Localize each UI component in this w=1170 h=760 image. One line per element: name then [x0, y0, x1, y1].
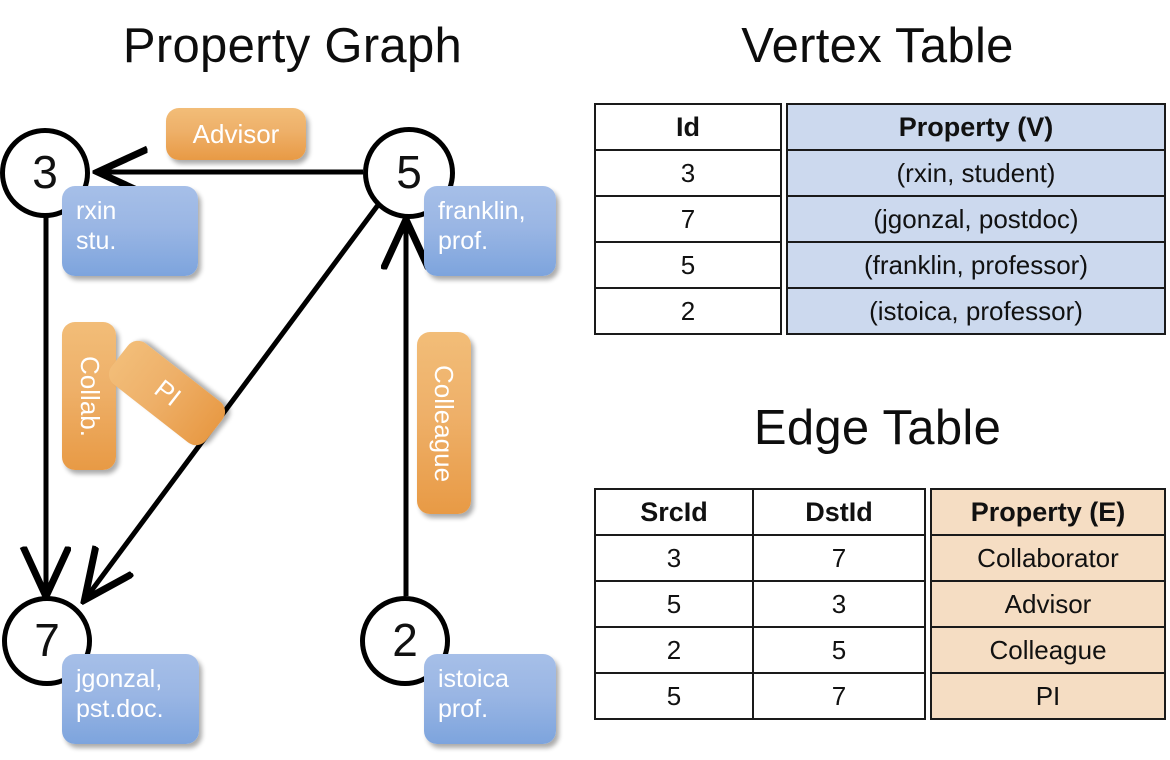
column-gap	[925, 535, 931, 581]
edge-label-collab: Collab.	[62, 322, 116, 470]
edge-row-2-src: 2	[594, 626, 754, 674]
vertex-row-2-property: (franklin, professor)	[786, 241, 1166, 289]
table-row: 3 (rxin, student)	[594, 149, 1166, 197]
edge-label-advisor: Advisor	[166, 108, 306, 160]
edge-label-colleague: Colleague	[417, 332, 471, 514]
table-row: 5 7 PI	[594, 672, 1166, 720]
table-row: 3 7 Collaborator	[594, 534, 1166, 582]
graph-node-7-label: 7	[34, 614, 60, 666]
vertex-table: Id Property (V) 3 (rxin, student) 7 (jgo…	[594, 103, 1166, 335]
vertex-property-bubble-7: jgonzal, pst.doc.	[62, 654, 199, 744]
column-gap	[925, 489, 931, 535]
column-gap	[925, 673, 931, 719]
vertex-row-3-id: 2	[594, 287, 782, 335]
vertex-table-header-property: Property (V)	[786, 103, 1166, 151]
vertex-7-role: pst.doc.	[76, 694, 164, 723]
edge-table-header-property: Property (E)	[930, 488, 1166, 536]
vertex-table-title: Vertex Table	[741, 19, 1014, 73]
vertex-row-0-property: (rxin, student)	[786, 149, 1166, 197]
vertex-2-role: prof.	[438, 694, 489, 723]
table-row: 7 (jgonzal, postdoc)	[594, 195, 1166, 243]
edge-label-collab-text: Collab.	[74, 355, 105, 437]
column-gap	[781, 288, 787, 334]
vertex-3-role: stu.	[76, 226, 117, 255]
edge-label-pi-text: PI	[148, 373, 187, 412]
vertex-table-panel: Vertex Table Id Property (V) 3 (rxin, st…	[585, 0, 1170, 390]
graph-node-2-label: 2	[392, 614, 418, 666]
edge-row-1-dst: 3	[752, 580, 926, 628]
table-row: 2 (istoica, professor)	[594, 287, 1166, 335]
vertex-property-bubble-2: istoica prof.	[424, 654, 556, 744]
graph-node-3-label: 3	[32, 146, 58, 198]
property-graph-panel: Property Graph 3 5 7 2 rxin stu. frankli…	[0, 0, 585, 760]
edge-table-header-srcid: SrcId	[594, 488, 754, 536]
edge-row-3-property: PI	[930, 672, 1166, 720]
vertex-table-header-row: Id Property (V)	[594, 103, 1166, 151]
column-gap	[925, 627, 931, 673]
vertex-5-name: franklin,	[438, 197, 526, 225]
edge-row-2-dst: 5	[752, 626, 926, 674]
vertex-3-name: rxin	[76, 197, 117, 225]
edge-row-3-dst: 7	[752, 672, 926, 720]
edge-row-2-property: Colleague	[930, 626, 1166, 674]
edge-table-title: Edge Table	[753, 401, 1002, 455]
edge-row-0-src: 3	[594, 534, 754, 582]
graph-node-2[interactable]: 2	[360, 596, 450, 686]
column-gap	[781, 242, 787, 288]
edge-table: SrcId DstId Property (E) 3 7 Collaborato…	[594, 488, 1166, 720]
column-gap	[925, 581, 931, 627]
vertex-row-3-property: (istoica, professor)	[786, 287, 1166, 335]
edge-row-1-property: Advisor	[930, 580, 1166, 628]
edge-label-advisor-text: Advisor	[192, 118, 280, 149]
edge-row-3-src: 5	[594, 672, 754, 720]
vertex-2-name: istoica	[438, 665, 509, 693]
edge-table-panel: Edge Table SrcId DstId Property (E) 3 7 …	[585, 390, 1170, 760]
vertex-7-name: jgonzal,	[76, 665, 163, 693]
vertex-5-role: prof.	[438, 226, 489, 255]
edge-5-to-7	[86, 203, 381, 598]
property-graph-title: Property Graph	[122, 19, 463, 73]
column-gap	[781, 196, 787, 242]
vertex-row-2-id: 5	[594, 241, 782, 289]
vertex-table-header-id: Id	[594, 103, 782, 151]
edge-table-header-dstid: DstId	[752, 488, 926, 536]
column-gap	[781, 150, 787, 196]
graph-edges-layer	[0, 0, 585, 760]
edge-row-0-dst: 7	[752, 534, 926, 582]
vertex-property-bubble-3: rxin stu.	[62, 186, 198, 276]
vertex-row-1-id: 7	[594, 195, 782, 243]
table-row: 5 3 Advisor	[594, 580, 1166, 628]
table-row: 5 (franklin, professor)	[594, 241, 1166, 289]
edge-label-colleague-text: Colleague	[429, 364, 460, 482]
vertex-row-0-id: 3	[594, 149, 782, 197]
edge-table-header-row: SrcId DstId Property (E)	[594, 488, 1166, 536]
vertex-row-1-property: (jgonzal, postdoc)	[786, 195, 1166, 243]
column-gap	[781, 104, 787, 150]
table-row: 2 5 Colleague	[594, 626, 1166, 674]
edge-row-1-src: 5	[594, 580, 754, 628]
vertex-property-bubble-5: franklin, prof.	[424, 186, 556, 276]
edge-row-0-property: Collaborator	[930, 534, 1166, 582]
graph-node-5-label: 5	[396, 146, 422, 198]
